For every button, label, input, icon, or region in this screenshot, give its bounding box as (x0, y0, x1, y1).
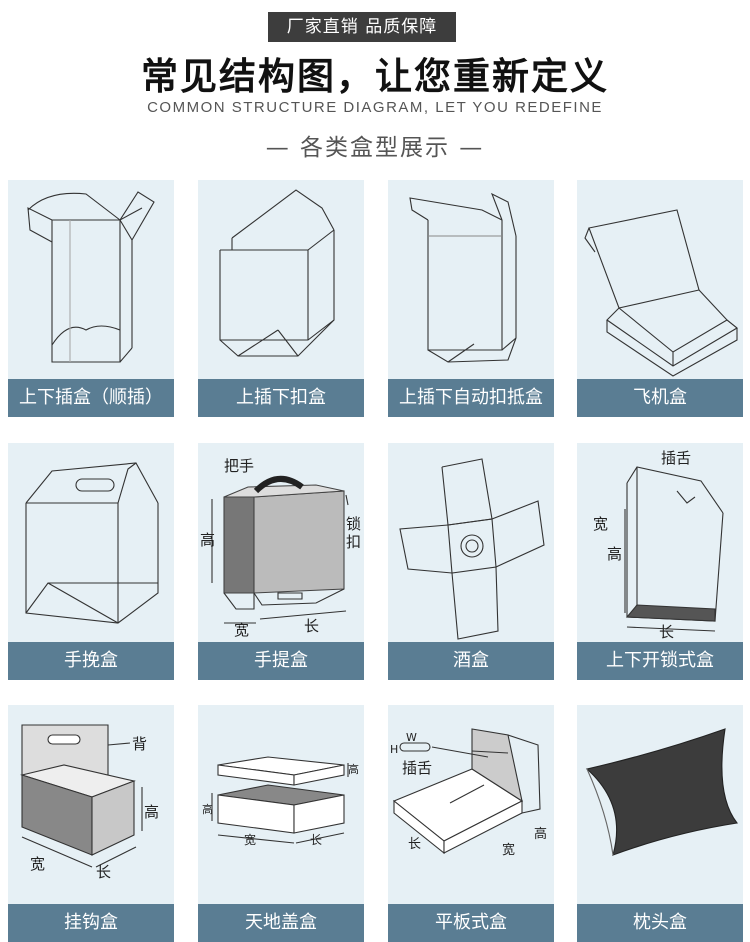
box-label: 枕头盒 (577, 904, 743, 942)
box-card-auto-lock[interactable]: 上插下自动扣抵盒 (388, 180, 554, 417)
box-card-tuck-end[interactable]: 上下插盒（顺插） (8, 180, 174, 417)
annotation-lock-2: 扣 (346, 533, 362, 551)
box-card-handle-gable[interactable]: 手挽盒 (8, 443, 174, 680)
annotation-tongue: 插舌 (402, 759, 433, 777)
annotation-width: 宽 (234, 621, 250, 639)
annotation-length: 长 (408, 837, 422, 852)
auto-lock-bottom-box-icon (388, 180, 554, 377)
annotation-height: 高 (144, 803, 160, 821)
annotation-width: 宽 (30, 855, 46, 873)
box-card-wine[interactable]: 酒盒 (388, 443, 554, 680)
annotation-back: 背 (132, 735, 148, 753)
box-card-lid-base[interactable]: 高 高 宽 长 天地盖盒 (198, 705, 364, 942)
box-card-snap-lock[interactable]: 上插下扣盒 (198, 180, 364, 417)
section-heading: — 各类盒型展示 — (265, 135, 485, 161)
annotation-length: 长 (304, 617, 320, 635)
snap-lock-bottom-box-icon (198, 180, 364, 377)
annotation-height: 高 (534, 827, 548, 842)
box-card-lock-end[interactable]: 插舌 宽 高 长 上下开锁式盒 (577, 443, 743, 680)
annotation-length: 长 (310, 833, 323, 847)
box-label: 上插下自动扣抵盒 (388, 379, 554, 417)
box-label: 上下开锁式盒 (577, 642, 743, 680)
box-label: 挂钩盒 (8, 904, 174, 942)
box-card-pillow[interactable]: 枕头盒 (577, 705, 743, 942)
box-card-mailer[interactable]: 飞机盒 (577, 180, 743, 417)
flat-tray-box-icon (388, 705, 554, 902)
annotation-tongue: 插舌 (661, 449, 692, 467)
wine-box-dieline-icon (388, 443, 554, 640)
lock-end-box-icon (577, 443, 743, 640)
box-label: 上下插盒（顺插） (8, 379, 174, 417)
header-badge: 厂家直销 品质保障 (268, 12, 456, 42)
box-label: 天地盖盒 (198, 904, 364, 942)
box-card-hang-tab[interactable]: 背 高 宽 长 挂钩盒 (8, 705, 174, 942)
page-subtitle: COMMON STRUCTURE DIAGRAM, LET YOU REDEFI… (147, 99, 603, 116)
tuck-end-box-icon (8, 180, 174, 377)
box-label: 上插下扣盒 (198, 379, 364, 417)
box-card-flat-tray[interactable]: W H 插舌 高 长 宽 平板式盒 (388, 705, 554, 942)
annotation-height-side: 高 (202, 803, 213, 816)
box-label: 手挽盒 (8, 642, 174, 680)
annotation-length: 长 (659, 623, 675, 641)
box-label: 手提盒 (198, 642, 364, 680)
annotation-height: 高 (200, 531, 216, 549)
box-label: 平板式盒 (388, 904, 554, 942)
pillow-box-icon (577, 705, 743, 902)
handle-gable-box-icon (8, 443, 174, 640)
annotation-handle: 把手 (224, 457, 255, 475)
box-card-carry[interactable]: 把手 高 锁 扣 宽 长 手提盒 (198, 443, 364, 680)
annotation-width: 宽 (593, 515, 609, 533)
mailer-box-icon (577, 180, 743, 377)
box-label: 飞机盒 (577, 379, 743, 417)
annotation-w: W (406, 731, 417, 744)
annotation-lock: 锁 (346, 515, 362, 533)
page-title: 常见结构图，让您重新定义 (141, 55, 609, 98)
annotation-height-top: 高 (348, 763, 359, 776)
hang-tab-box-icon (8, 705, 174, 902)
carry-box-icon (198, 443, 364, 640)
annotation-h: H (390, 743, 399, 756)
annotation-width: 宽 (244, 833, 257, 847)
annotation-width: 宽 (502, 843, 516, 858)
annotation-length: 长 (96, 863, 112, 881)
annotation-height: 高 (607, 545, 623, 563)
box-label: 酒盒 (388, 642, 554, 680)
lid-base-box-icon (198, 705, 364, 902)
